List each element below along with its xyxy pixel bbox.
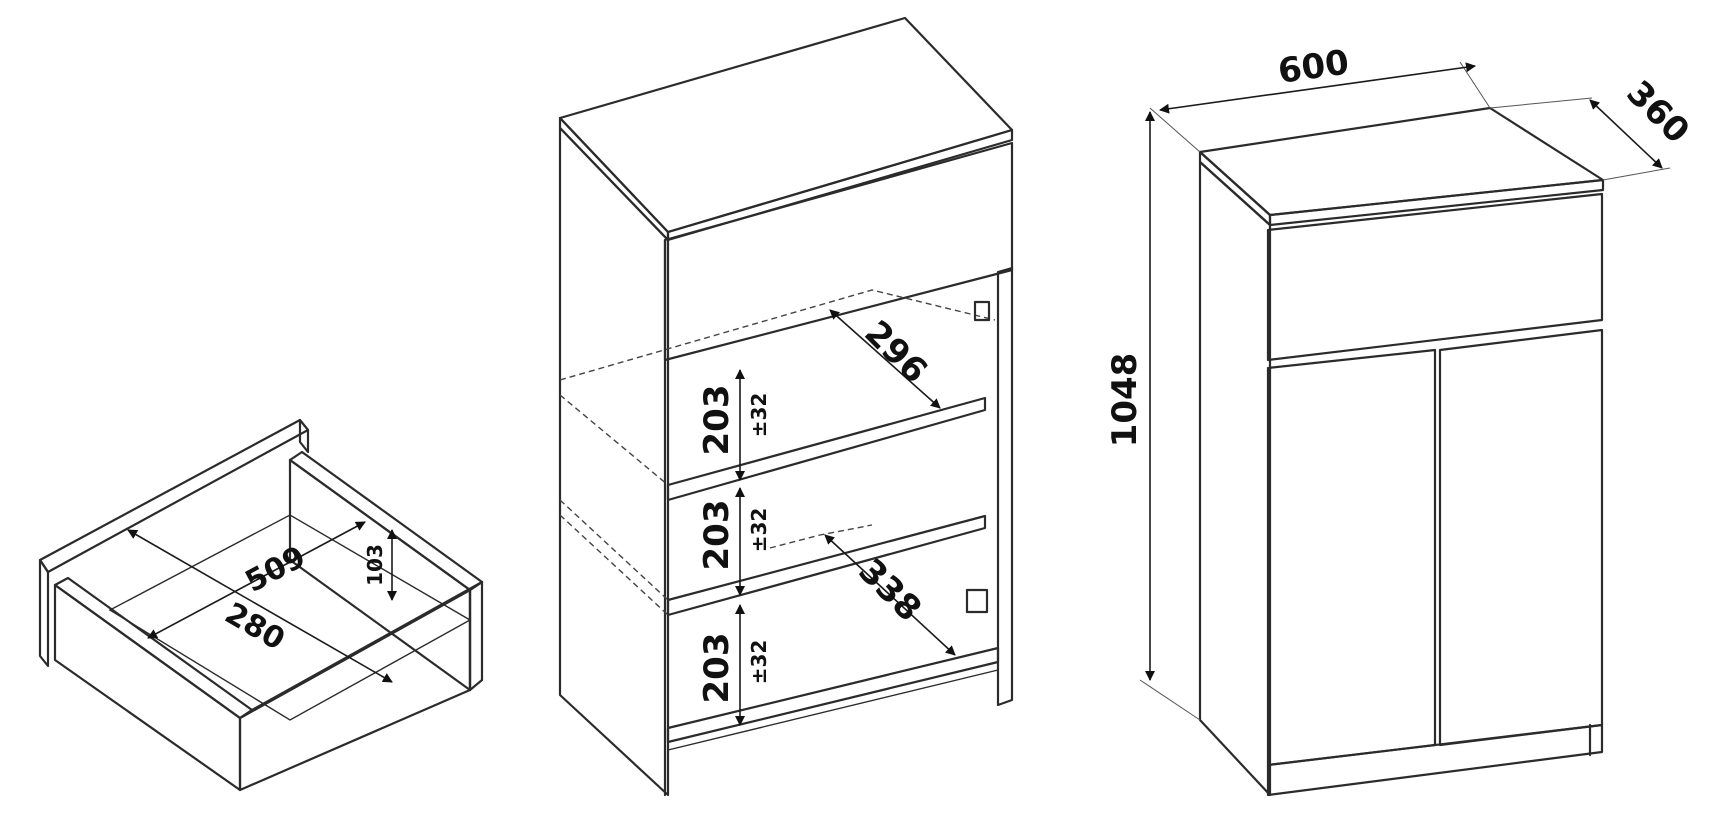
open-cabinet-drawer-front	[663, 141, 1014, 362]
drawer-back-top	[38, 418, 310, 574]
adjust-3-label: ±32	[747, 640, 771, 685]
open-cabinet-bottom	[666, 646, 1000, 744]
open-cabinet-top	[558, 16, 1014, 234]
hinge-icon	[973, 300, 991, 322]
extension-line	[1139, 679, 1201, 721]
cabinet-width-label: 600	[1276, 42, 1352, 91]
closed-cabinet-top-front-edge	[1268, 178, 1605, 227]
open-cabinet-top-front-edge	[666, 128, 1014, 242]
extension-line	[1149, 107, 1201, 153]
cabinet-depth-label: 360	[1619, 73, 1697, 151]
ghost-shelf-2-back	[769, 524, 873, 549]
cabinet-depth-dimension	[1589, 99, 1663, 169]
ghost-shelf-2-side	[559, 499, 669, 601]
closed-cabinet-plinth	[1266, 723, 1604, 797]
extension-line	[1459, 61, 1491, 109]
drawer-height-label: 103	[363, 544, 387, 586]
open-cabinet-right-edge	[996, 266, 1014, 707]
extension-line	[1489, 97, 1593, 109]
ghost-shelf-2-side-b	[559, 514, 669, 616]
extension-line	[1602, 167, 1671, 181]
compartment-2-height-label: 203	[697, 500, 737, 571]
open-cabinet-shelf-1	[666, 396, 987, 502]
drawer-back-end	[38, 558, 50, 668]
closed-cabinet-side	[1198, 160, 1272, 797]
closed-cabinet-drawing: 600 360 1048	[1105, 42, 1697, 797]
closed-cabinet-top-left-edge	[1198, 150, 1272, 227]
open-cabinet-drawing: 296 338 203 203 203 ±32 ±32 ±32	[558, 16, 1014, 797]
hinge-icon	[965, 588, 989, 614]
drawer-side-left	[53, 583, 242, 792]
compartment-3-height-label: 203	[697, 633, 737, 704]
drawer-back-right	[298, 418, 310, 454]
open-cabinet-plinth	[667, 669, 999, 751]
shelf-depth-upper-dimension	[829, 309, 941, 409]
cabinet-width-dimension	[1159, 62, 1476, 114]
drawer-front-top	[238, 580, 484, 720]
closed-cabinet-door-right	[1438, 328, 1604, 747]
ghost-shelf-1-side	[559, 394, 669, 486]
adjust-2-label: ±32	[747, 508, 771, 553]
closed-cabinet-drawer-front	[1266, 192, 1604, 362]
closed-cabinet-top	[1198, 106, 1605, 217]
closed-cabinet-door-left	[1266, 348, 1437, 767]
shelf-depth-upper-label: 296	[857, 313, 935, 391]
drawer-side-right-end	[468, 580, 484, 692]
compartment-1-height-label: 203	[697, 385, 737, 456]
adjust-1-label: ±32	[747, 393, 771, 438]
drawer-depth-label: 509	[240, 539, 312, 599]
drawer-width-label: 280	[219, 596, 291, 658]
ghost-shelf-1	[559, 289, 996, 381]
drawer-drawing: 509 280 103	[38, 418, 484, 792]
shelf-depth-lower-dimension	[824, 534, 956, 656]
cabinet-height-label: 1048	[1105, 353, 1145, 448]
drawer-width-dimension	[147, 521, 366, 639]
open-cabinet-side	[558, 126, 670, 797]
